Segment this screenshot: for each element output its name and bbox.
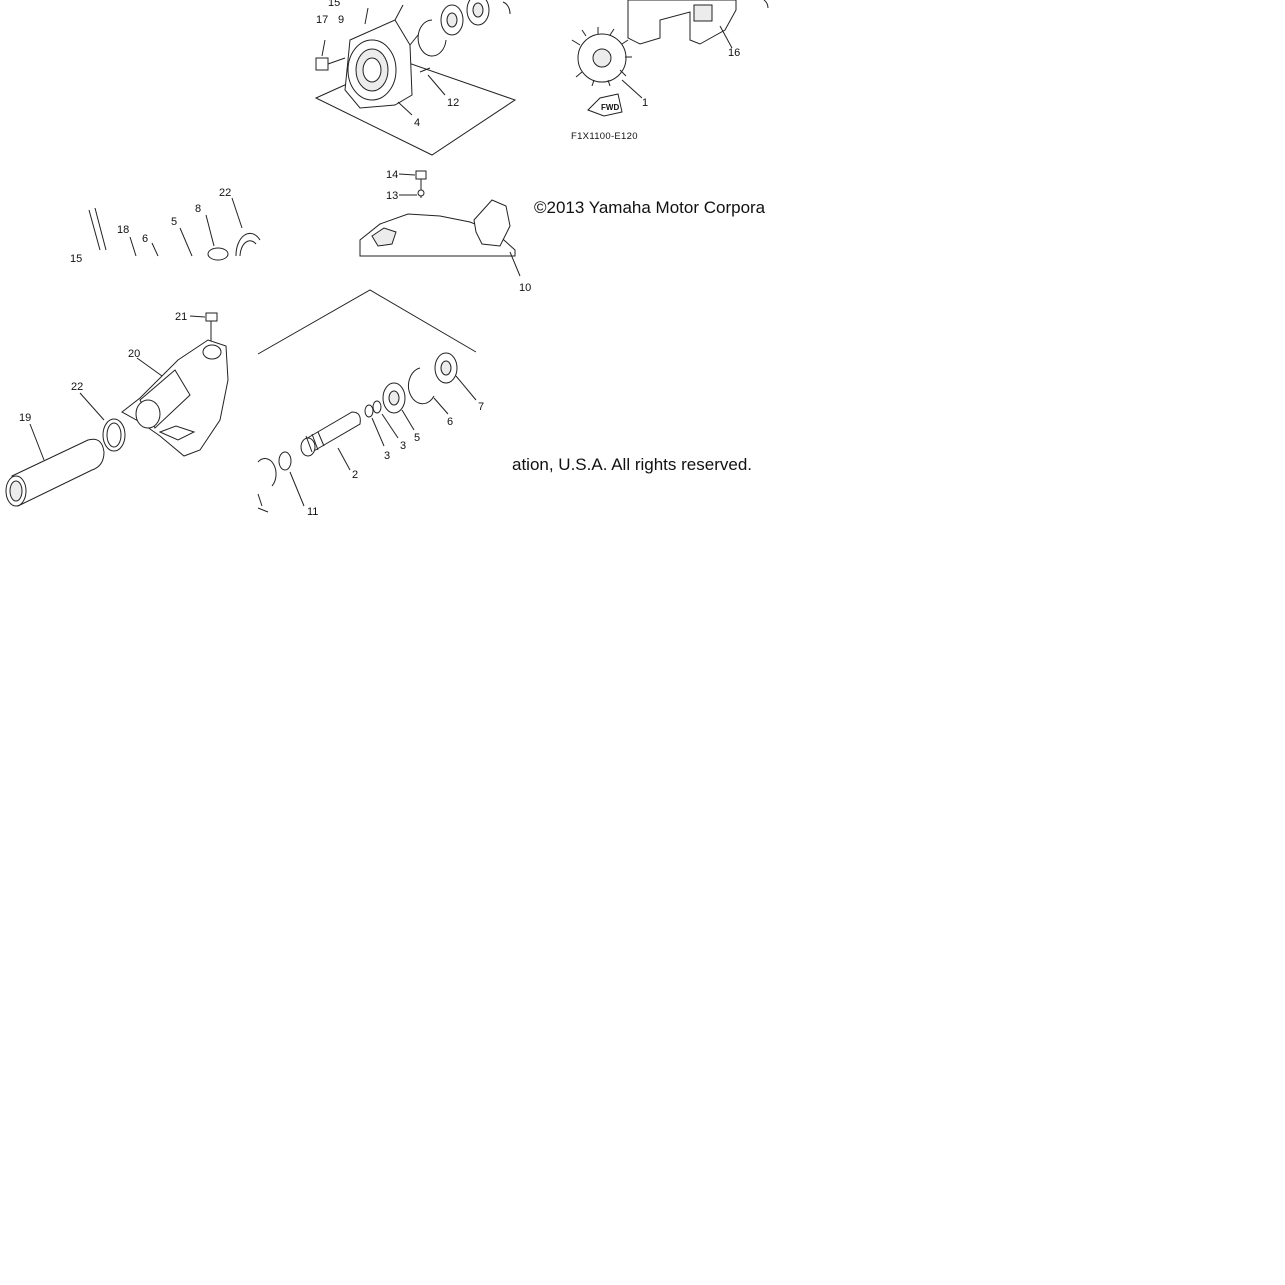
callout-7: 7 <box>478 401 484 413</box>
fwd-arrow-icon: FWD <box>587 93 623 117</box>
bolt-21-part <box>189 312 218 342</box>
callout-21: 21 <box>175 311 187 323</box>
callout-22-low: 22 <box>71 381 83 393</box>
washer-13-part <box>417 189 425 197</box>
pump-housing-group: 17 15 9 12 4 <box>314 0 517 156</box>
callout-15: 15 <box>328 0 340 9</box>
cover-damper-group: FWD 16 1 F1X1100-E120 <box>571 0 769 142</box>
callout-13: 13 <box>386 190 398 202</box>
impeller-10-part <box>473 199 511 247</box>
bearing-7-part <box>434 352 458 384</box>
shaft-assembly-group: 11 2 3 3 5 6 7 <box>257 289 484 518</box>
callout-14: 14 <box>386 169 398 181</box>
clamp-22-part <box>102 418 126 452</box>
callout-16: 16 <box>728 47 740 59</box>
callout-9: 9 <box>338 14 344 26</box>
oring-3b-part <box>372 400 382 414</box>
bearing-5-part <box>382 382 406 414</box>
circlip-6-part <box>408 367 435 405</box>
pump-housing-part <box>344 4 419 109</box>
callout-6-low: 6 <box>447 416 453 428</box>
oring-11-part <box>278 451 292 471</box>
callout-3a: 3 <box>384 450 390 462</box>
callout-2: 2 <box>352 469 358 481</box>
callout-20: 20 <box>128 348 140 360</box>
bolt-17-part <box>315 39 346 71</box>
callout-8: 8 <box>195 203 201 215</box>
callout-1: 1 <box>642 97 648 109</box>
callout-11: 11 <box>307 506 318 518</box>
damper-1-part <box>571 27 632 87</box>
copyright-text-1: ©2013 Yamaha Motor Corpora <box>534 198 766 217</box>
callout-5-low: 5 <box>414 432 420 444</box>
fwd-label: FWD <box>601 103 619 112</box>
copyright-text-2: ation, U.S.A. All rights reserved. <box>512 455 752 474</box>
nozzle-20-part <box>121 339 229 457</box>
shaft-2-part <box>300 411 361 457</box>
callout-4: 4 <box>414 117 420 129</box>
nozzle-hose-group: 21 20 22 19 <box>5 311 229 507</box>
cover-16-part <box>627 0 737 45</box>
circlip-part <box>417 19 447 57</box>
callout-19: 19 <box>19 412 31 424</box>
callout-18: 18 <box>117 224 129 236</box>
callout-12: 12 <box>447 97 459 109</box>
callout-3b: 3 <box>400 440 406 452</box>
oring-3a-part <box>364 404 374 418</box>
callout-17: 17 <box>316 14 328 26</box>
callout-5-mid: 5 <box>171 216 177 228</box>
mid-section-group: 14 13 10 22 8 5 6 18 15 <box>70 169 531 294</box>
hose-19-part <box>5 438 105 507</box>
callout-6-mid: 6 <box>142 233 148 245</box>
callout-22-mid: 22 <box>219 187 231 199</box>
pin-12-part <box>419 67 431 73</box>
callout-10: 10 <box>519 282 531 294</box>
drawing-code: F1X1100-E120 <box>571 131 638 142</box>
callout-15-mid: 15 <box>70 253 82 265</box>
